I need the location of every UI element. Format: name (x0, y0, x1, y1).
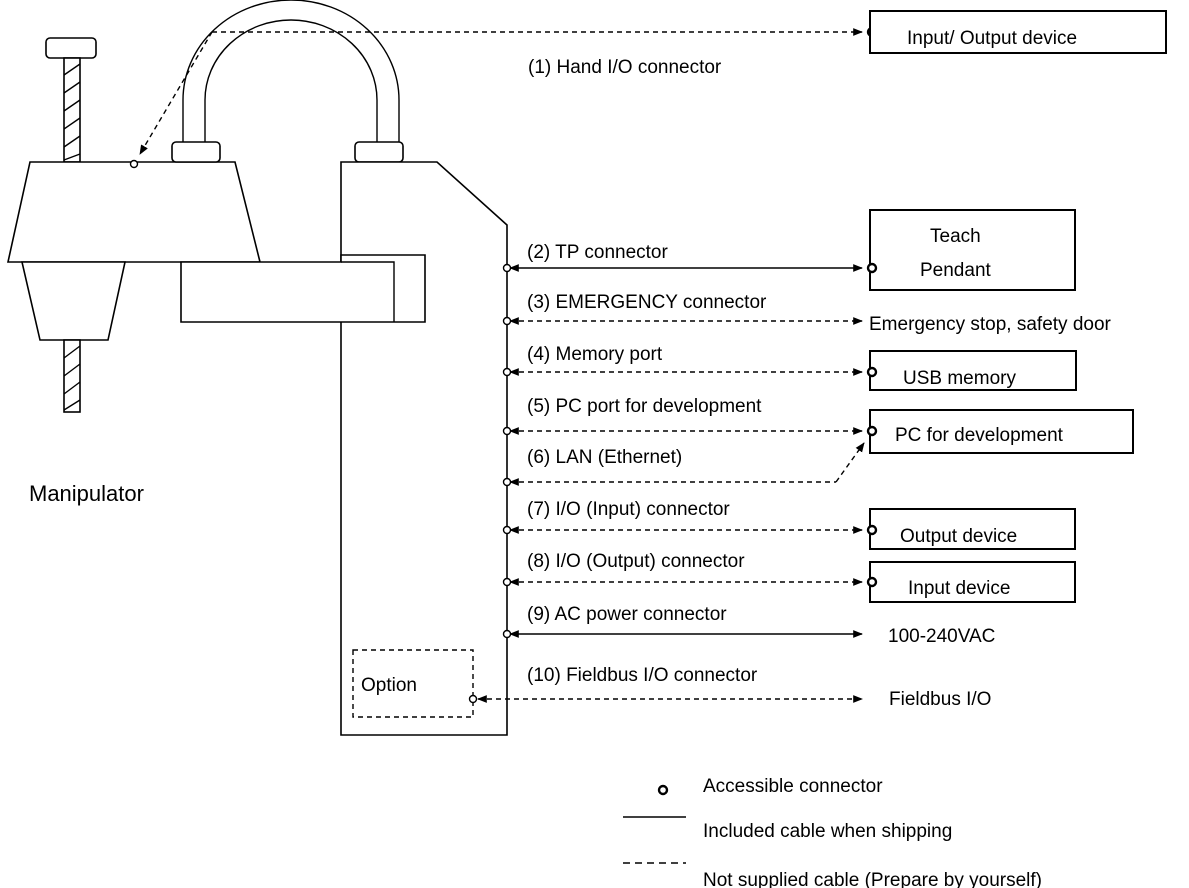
pc-label: PC for development (895, 425, 1064, 446)
usb-memory-box (869, 350, 1077, 391)
manipulator-lower-block (20, 261, 126, 341)
memory-line-controller-connector-icon (502, 367, 512, 377)
pc-box (869, 409, 1134, 454)
manipulator-label: Manipulator (29, 481, 144, 506)
option-label: Option (361, 675, 417, 696)
connector-label-8: (8) I/O (Output) connector (527, 551, 745, 572)
connector-label-3: (3) EMERGENCY connector (527, 292, 767, 313)
controller-arm-section (180, 254, 426, 323)
input-device-label: Input device (908, 578, 1010, 599)
connector-label-6: (6) LAN (Ethernet) (527, 447, 682, 468)
tp-line-controller-connector-icon (502, 263, 512, 273)
pc-line-device-connector-icon (866, 425, 878, 437)
legend-included-label: Included cable when shipping (703, 821, 952, 842)
lan-line-controller-connector-icon (502, 477, 512, 487)
controller-drawing (180, 161, 508, 736)
teach-pendant-box (869, 209, 1076, 291)
output-device-label: Output device (900, 526, 1017, 547)
device-boxes (869, 10, 1167, 603)
lan-line-bend (835, 442, 865, 483)
option-box (352, 649, 474, 718)
manipulator-arm-body (7, 161, 262, 263)
hand-io-connector-label: (1) Hand I/O connector (528, 57, 722, 78)
connector-label-7: (7) I/O (Input) connector (527, 499, 730, 520)
connector-label-5: (5) PC port for development (527, 396, 762, 417)
ac-line-controller-connector-icon (502, 629, 512, 639)
accessible-connector-icon (657, 784, 669, 796)
pc-line-controller-connector-icon (502, 426, 512, 436)
input-device-box (869, 561, 1076, 603)
hand-connector-icon (129, 159, 139, 169)
output-device-box (869, 508, 1076, 550)
connector-lines (477, 262, 878, 703)
legend-accessible-label: Accessible connector (703, 776, 883, 797)
io-input-line-device-connector-icon (866, 524, 878, 536)
option-connector-icon (468, 694, 478, 704)
connector-label-10: (10) Fieldbus I/O connector (527, 665, 758, 686)
manipulator-drawing (7, 0, 404, 413)
controller-body (340, 161, 508, 736)
usb-memory-label: USB memory (903, 368, 1016, 389)
io-output-line-device-connector-icon (866, 576, 878, 588)
io-input-line-controller-connector-icon (502, 525, 512, 535)
legend-not-supplied-label: Not supplied cable (Prepare by yourself) (703, 870, 1042, 888)
teach-label-line1: Teach (930, 226, 981, 247)
input-output-device-box (869, 10, 1167, 54)
teach-label-line2: Pendant (920, 260, 992, 281)
connector-label-2: (2) TP connector (527, 242, 668, 263)
connector-label-4: (4) Memory port (527, 344, 663, 365)
io-output-line-controller-connector-icon (502, 577, 512, 587)
arch-clamp-left (171, 141, 221, 163)
memory-line-device-connector-icon (866, 366, 878, 378)
tp-line-device-connector-icon (866, 262, 878, 274)
hand-io-line (129, 26, 878, 169)
fieldbus-target-label: Fieldbus I/O (889, 689, 991, 710)
arch-clamp-right (354, 141, 404, 163)
ac-target-label: 100-240VAC (888, 626, 995, 647)
legend: Accessible connector Included cable when… (623, 776, 1042, 888)
shaft-cap (45, 37, 97, 59)
input-output-device-label: Input/ Output device (907, 28, 1077, 49)
connector-label-9: (9) AC power connector (527, 604, 727, 625)
emergency-line-controller-connector-icon (502, 316, 512, 326)
emergency-target-label: Emergency stop, safety door (869, 314, 1112, 335)
